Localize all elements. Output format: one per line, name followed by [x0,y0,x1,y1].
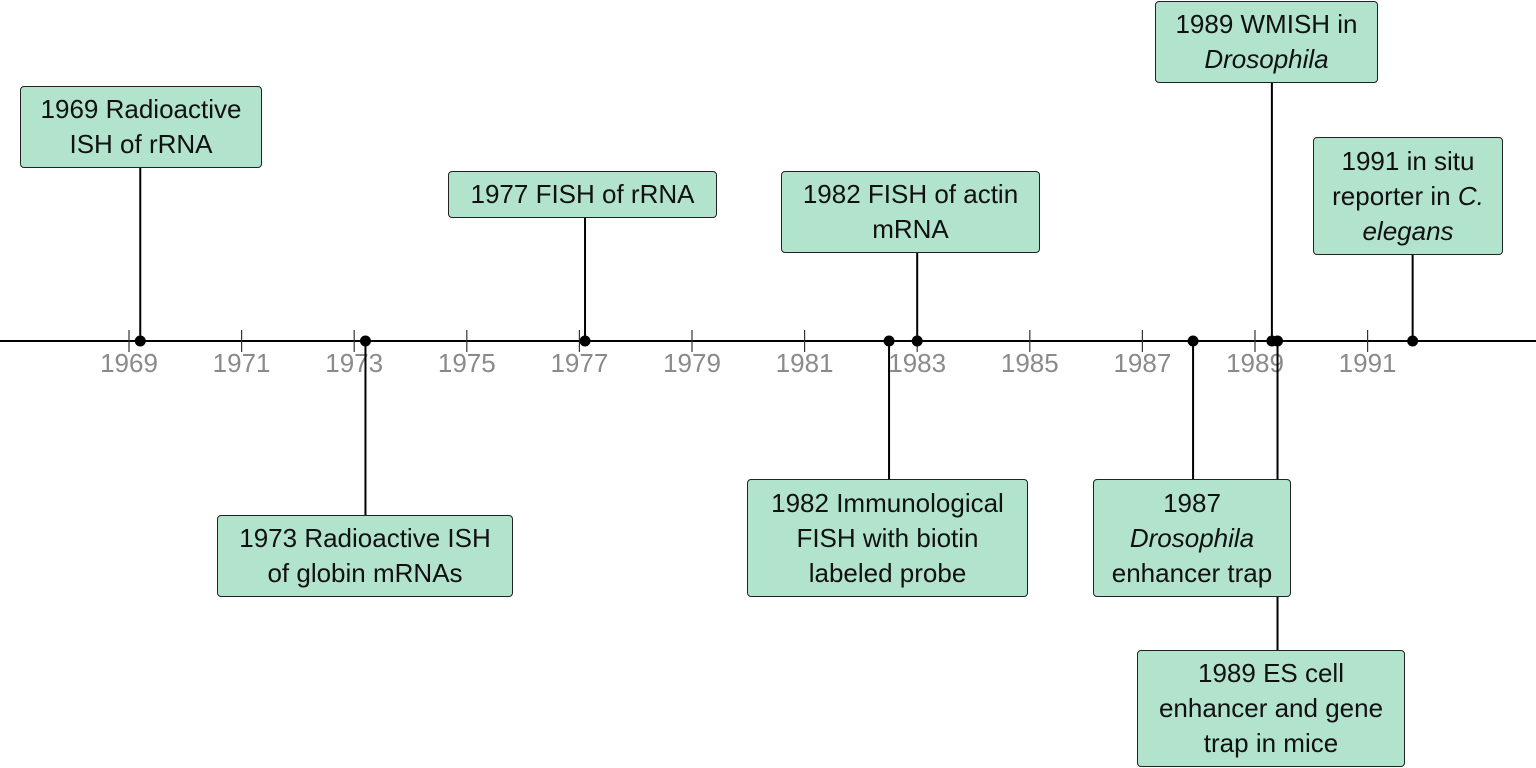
event-marker-e1989b [1272,335,1284,347]
event-marker-e1969 [134,335,146,347]
tick-label-1969: 1969 [100,348,158,378]
event-box-1969: 1969 Radioactive ISH of rRNA [20,86,262,168]
event-box-1982-actin: 1982 FISH of actin mRNA [781,171,1040,253]
event-marker-e1982b [883,335,895,347]
tick-label-1985: 1985 [1001,348,1059,378]
event-label-1977: 1977 FISH of rRNA [470,179,695,209]
tick-label-1991: 1991 [1339,348,1397,378]
tick-label-1983: 1983 [888,348,946,378]
event-label-1973: 1973 Radioactive ISH of globin mRNAs [239,523,491,588]
event-marker-e1973 [359,335,371,347]
event-label-1989-wmish: 1989 WMISH in Drosophila [1175,9,1358,74]
tick-label-1987: 1987 [1113,348,1171,378]
event-label-1987: 1987 Drosophila enhancer trap [1111,487,1273,588]
event-label-1969: 1969 Radioactive ISH of rRNA [40,94,242,159]
tick-label-1977: 1977 [550,348,608,378]
tick-label-1973: 1973 [325,348,383,378]
event-box-1989-wmish: 1989 WMISH in Drosophila [1155,1,1378,83]
tick-label-1981: 1981 [776,348,834,378]
event-box-1977: 1977 FISH of rRNA [448,171,717,218]
event-box-1987: 1987 Drosophila enhancer trap [1093,479,1291,597]
event-marker-e1982a [911,335,923,347]
event-box-1991: 1991 in situ reporter in C. elegans [1313,137,1503,255]
event-marker-e1987 [1187,335,1199,347]
event-box-1989-es-cell: 1989 ES cell enhancer and gene trap in m… [1137,650,1405,767]
event-box-1982-immunological: 1982 Immunological FISH with biotin labe… [747,479,1028,597]
tick-label-1979: 1979 [663,348,721,378]
tick-label-1975: 1975 [438,348,496,378]
event-box-1973: 1973 Radioactive ISH of globin mRNAs [217,515,513,597]
event-label-1991: 1991 in situ reporter in C. elegans [1332,145,1484,246]
event-marker-e1991 [1407,335,1419,347]
event-label-1989-es-cell: 1989 ES cell enhancer and gene trap in m… [1158,658,1384,758]
tick-label-1971: 1971 [213,348,271,378]
event-label-1982-actin: 1982 FISH of actin mRNA [802,179,1019,244]
tick-label-1989: 1989 [1226,348,1284,378]
event-label-1982-immunological: 1982 Immunological FISH with biotin labe… [771,487,1004,588]
event-marker-e1977 [579,335,591,347]
